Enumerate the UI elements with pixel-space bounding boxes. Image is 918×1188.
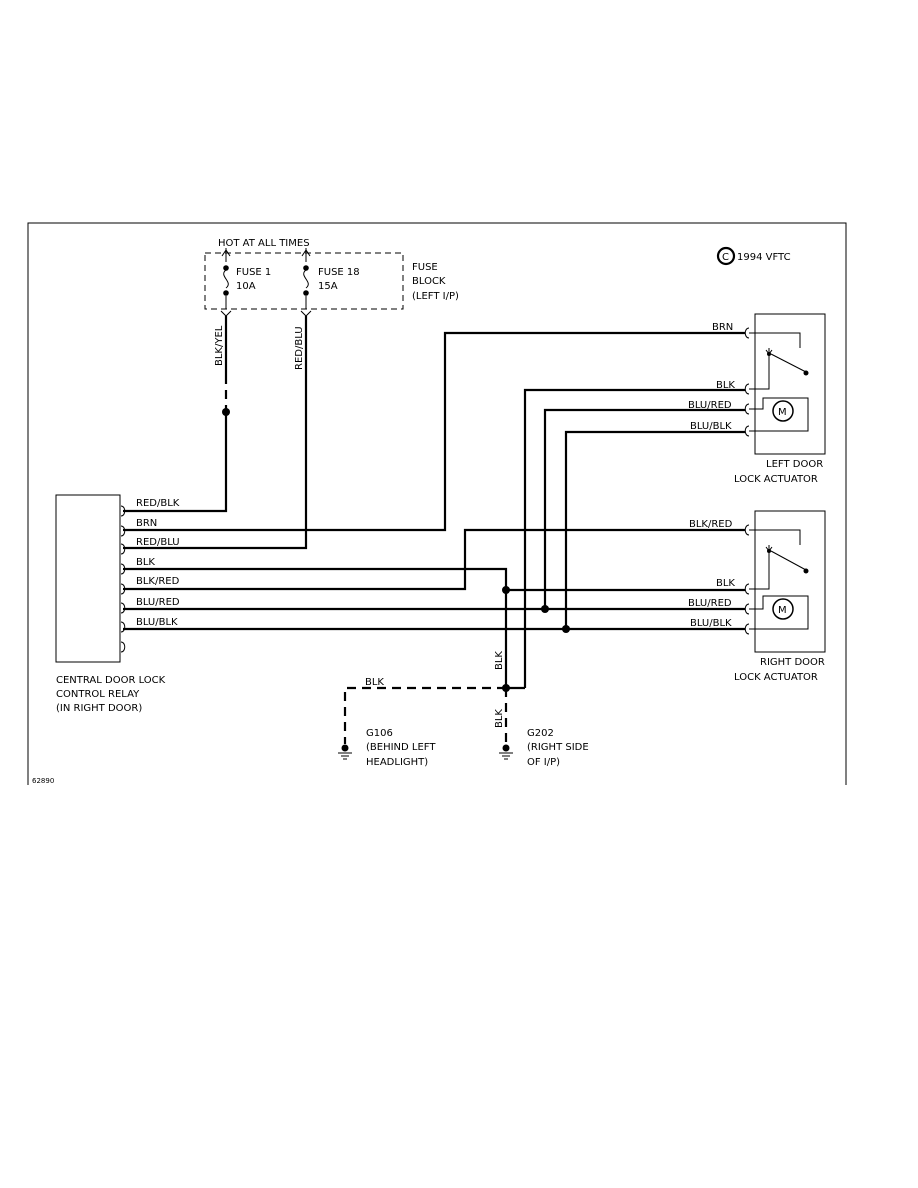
left-actuator-switch (749, 332, 809, 390)
right-actuator-motor-symbol: M (778, 605, 787, 616)
g202-label-3: OF I/P) (527, 757, 560, 768)
left-actuator-motor-symbol: M (778, 407, 787, 418)
ground-g106-icon (338, 744, 352, 760)
hot-at-all-times-label: HOT AT ALL TIMES (218, 238, 310, 249)
relay-pin-blu-red: BLU/RED (136, 597, 180, 608)
g106-label-3: HEADLIGHT) (366, 757, 428, 768)
relay-label-3: (IN RIGHT DOOR) (56, 703, 142, 714)
left-actuator-box (754, 313, 826, 455)
copyright-symbol: C (722, 252, 729, 263)
fuse-18 (301, 248, 311, 309)
blk-red-wire (123, 528, 745, 591)
fuse-block-outline (204, 252, 404, 310)
brn-wire (123, 331, 745, 532)
left-blu-red-wire (543, 408, 745, 609)
copyright-text: 1994 VFTC (737, 252, 791, 263)
right-actuator-wire-blu-blk: BLU/BLK (690, 618, 732, 629)
red-blk-wire (123, 412, 228, 513)
right-actuator-box (754, 510, 826, 653)
fuse-1-rating: 10A (236, 281, 256, 292)
relay-label-1: CENTRAL DOOR LOCK (56, 675, 166, 686)
fuse-block-label-3: (LEFT I/P) (412, 291, 459, 302)
left-blk-wire (523, 388, 745, 688)
relay-pin-brn: BRN (136, 518, 157, 529)
left-actuator-wire-blu-red: BLU/RED (688, 400, 732, 411)
relay-label-2: CONTROL RELAY (56, 689, 140, 700)
control-relay-box (55, 494, 121, 663)
relay-blk-wire (123, 567, 508, 590)
fuse-block-label-1: FUSE (412, 262, 438, 273)
right-actuator-connectors (744, 524, 750, 635)
red-blu-wire (123, 316, 308, 550)
left-actuator-wire-blu-blk: BLU/BLK (690, 421, 732, 432)
fuse-1-name: FUSE 1 (236, 267, 271, 278)
right-actuator-wire-blk-red: BLK/RED (689, 519, 733, 530)
ground-blk-wire-label: BLK (365, 677, 384, 688)
relay-pin-red-blu: RED/BLU (136, 537, 180, 548)
left-actuator-wire-brn: BRN (712, 322, 733, 333)
left-actuator-motor-icon (749, 397, 809, 432)
right-actuator-label-1: RIGHT DOOR (760, 657, 825, 668)
figure-id: 62890 (32, 777, 54, 785)
right-actuator-label-2: LOCK ACTUATOR (734, 672, 818, 683)
relay-pin-red-blk: RED/BLK (136, 498, 180, 509)
fuse-1 (221, 248, 231, 309)
g202-label-2: (RIGHT SIDE (527, 742, 589, 753)
right-actuator-switch (749, 529, 809, 590)
ground-g202-icon (499, 744, 513, 760)
fuse-block-label-2: BLOCK (412, 276, 446, 287)
splice-blu-red (541, 605, 549, 613)
right-actuator-motor-icon (749, 595, 809, 630)
splice-blu-blk (562, 625, 570, 633)
diagram-frame (27, 222, 847, 785)
fuse-18-name: FUSE 18 (318, 267, 360, 278)
g202-label-1: G202 (527, 728, 554, 739)
fuse-1-connector (220, 310, 232, 317)
relay-pin-blk: BLK (136, 557, 155, 568)
ground-blk-wire-dashed (343, 686, 506, 744)
ground-blk-vertical-lower-label: BLK (494, 709, 505, 728)
left-blu-blk-wire (564, 430, 745, 629)
copyright-circle (716, 246, 736, 266)
ground-blk-vertical-upper-label: BLK (494, 651, 505, 670)
right-actuator-wire-blu-red: BLU/RED (688, 598, 732, 609)
left-actuator-wire-blk: BLK (716, 380, 735, 391)
fuse-18-rating: 15A (318, 281, 338, 292)
g106-label-1: G106 (366, 728, 393, 739)
relay-pin-blu-blk: BLU/BLK (136, 617, 178, 628)
fuse-18-connector (300, 310, 312, 317)
left-actuator-label-1: LEFT DOOR (766, 459, 823, 470)
relay-pin-blk-red: BLK/RED (136, 576, 180, 587)
left-actuator-label-2: LOCK ACTUATOR (734, 474, 818, 485)
blk-yel-wire-label: BLK/YEL (214, 325, 225, 366)
left-actuator-connectors (744, 327, 750, 437)
g106-label-2: (BEHIND LEFT (366, 742, 436, 753)
red-blu-wire-label: RED/BLU (294, 326, 305, 370)
right-actuator-wire-blk: BLK (716, 578, 735, 589)
